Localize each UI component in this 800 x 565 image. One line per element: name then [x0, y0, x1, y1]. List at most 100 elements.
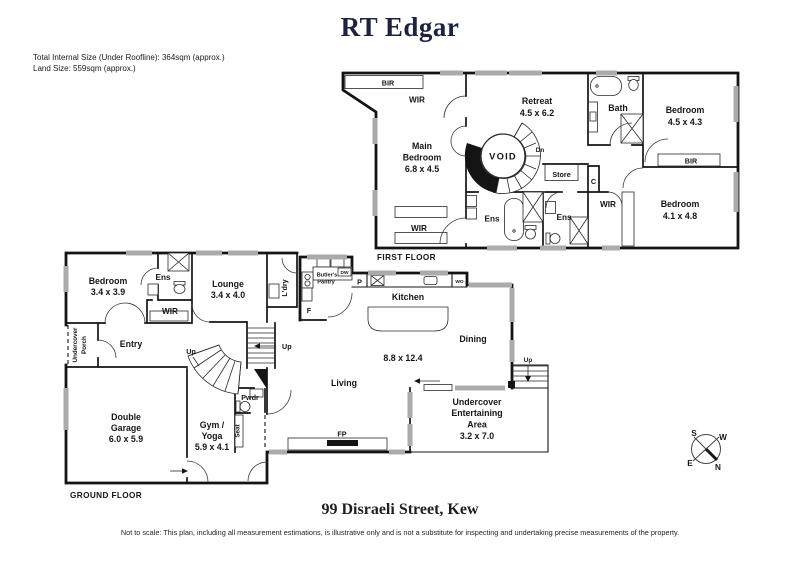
ff-label-main-bedroom-size: 6.8 x 4.5: [405, 164, 439, 174]
land-size: Land Size: 559sqm (approx.): [33, 64, 136, 73]
sink-icon-pantry: [301, 271, 314, 289]
ff-stair-solid-wall: [464, 143, 499, 193]
pantry-bench-low: [301, 287, 313, 302]
ff-label-ens-main: Ens: [484, 215, 499, 224]
gf-label-ens: Ens: [155, 273, 170, 282]
ff-label-bedroom-se-size: 4.1 x 4.8: [663, 211, 697, 221]
gf-step-corner: [508, 381, 515, 388]
ground-floor-plan: Bedroom 3.4 x 3.9 Ens WIR Lounge 3.4 x 4…: [63, 250, 549, 500]
disclaimer-text: Not to scale: This plan, including all m…: [120, 528, 680, 537]
shower-icon-ens1: [522, 191, 544, 223]
gf-label-wall-oven: WO: [455, 279, 464, 285]
bathtub-icon: [590, 76, 622, 96]
gf-label-living: Living: [331, 378, 357, 388]
gf-label-entertaining-2: Entertaining: [451, 408, 502, 418]
toilet-icon-gf-ens: [173, 284, 186, 294]
ff-label-ens-2: Ens: [556, 213, 571, 222]
ff-caption: FIRST FLOOR: [377, 253, 436, 262]
ff-label-bedroom-se: Bedroom: [661, 199, 700, 209]
ff-label-void: VOID: [489, 151, 517, 162]
ff-label-bedroom-ne: Bedroom: [666, 105, 705, 115]
gf-label-seat: Seat: [235, 423, 242, 437]
gf-label-fireplace: FP: [337, 430, 346, 439]
ff-store-room: [544, 164, 579, 181]
gf-dashed-lines: [67, 325, 266, 450]
ff-label-down: Dn: [536, 147, 545, 154]
ff-label-retreat-size: 4.5 x 6.2: [520, 108, 554, 118]
gf-label-lounge: Lounge: [212, 279, 244, 289]
ff-wardrobe-se: [621, 191, 635, 247]
bathtub-tap-ens1: [512, 229, 516, 233]
vanity-gf-ens: [147, 283, 159, 296]
gf-label-laundry: L'dry: [280, 279, 289, 296]
gf-spiral-stair: [187, 344, 242, 395]
ff-bir-main-closet: [344, 75, 424, 89]
toilet-icon-ens1: [525, 228, 536, 240]
first-floor-plan: BIR WIR Main Bedroom 6.8 x 4.5 Retreat 4…: [341, 70, 740, 262]
property-address: 99 Disraeli Street, Kew: [321, 501, 479, 518]
shower-icon-bath: [620, 113, 644, 144]
ff-spiral-treads: [506, 122, 541, 194]
size-info: Total Internal Size (Under Roofline): 36…: [33, 52, 225, 74]
ff-label-wir-top: WIR: [409, 96, 425, 105]
compass-east: E: [687, 459, 693, 468]
dishwasher-icon: [337, 267, 352, 277]
kitchen-island: [367, 306, 449, 332]
ff-label-bath: Bath: [608, 103, 628, 113]
ff-windows: [372, 70, 739, 251]
gf-label-kitchen: Kitchen: [392, 292, 424, 302]
gf-label-garage-size: 6.0 x 5.9: [109, 434, 143, 444]
gf-label-bedroom-size: 3.4 x 3.9: [91, 287, 125, 297]
gf-label-lounge-size: 3.4 x 4.0: [211, 290, 245, 300]
ff-label-store: Store: [552, 170, 570, 179]
shower-icon-ens2: [569, 216, 589, 245]
ff-void-circle: [480, 133, 526, 179]
gf-label-wir: WIR: [162, 307, 178, 316]
ff-bir-ne-closet: [657, 153, 721, 167]
gf-label-butlers-2: Pantry: [317, 280, 335, 286]
ff-label-wir-se: WIR: [600, 200, 616, 209]
ff-exterior-walls: [341, 71, 740, 250]
gf-windows: [63, 250, 515, 455]
gf-label-gym-1: Gym /: [200, 420, 225, 430]
vanity-ens1-a: [466, 195, 477, 207]
compass-south: S: [691, 429, 697, 438]
gf-label-bedroom: Bedroom: [89, 276, 128, 286]
toilet-icon-powder: [239, 401, 251, 412]
seat-bench: [234, 414, 244, 448]
gf-label-gym-size: 5.9 x 4.1: [195, 442, 229, 452]
ff-label-wir-bottom: WIR: [411, 224, 427, 233]
sink-icon-kitchen: [370, 275, 385, 286]
ff-door-arcs: [439, 95, 669, 245]
gf-stair-solid-wedge: [254, 369, 267, 389]
gf-label-porch-2: Porch: [81, 336, 88, 354]
bathtub-icon-ens1: [504, 198, 524, 241]
gf-label-entertaining-1: Undercover: [453, 397, 502, 407]
ff-label-cupboard: C: [591, 177, 596, 186]
gf-label-up-outdoor: Up: [524, 357, 533, 364]
gf-label-entertaining-3: Area: [467, 420, 487, 430]
bathtub-tap: [595, 84, 599, 88]
ff-label-main-bedroom-2: Bedroom: [403, 153, 442, 163]
vanity-ens1-b: [466, 207, 477, 220]
toilet-tank-ens2: [545, 232, 551, 245]
total-internal-size: Total Internal Size (Under Roofline): 36…: [33, 53, 225, 62]
shower-icon-gf-ens: [167, 252, 190, 272]
gf-caption: GROUND FLOOR: [70, 491, 142, 500]
compass-north: N: [715, 463, 721, 472]
toilet-icon-bath: [628, 79, 639, 91]
toilet-icon-ens2: [549, 233, 561, 244]
gf-label-up-stairs: Up: [282, 342, 292, 351]
gf-label-dining: Dining: [459, 334, 486, 344]
compass-icon: S W E N: [687, 429, 727, 472]
ff-label-retreat: Retreat: [522, 96, 552, 106]
gf-label-garage-2: Garage: [111, 423, 141, 433]
ff-wir-shelf-2: [394, 232, 448, 244]
ff-label-bir-ne: BIR: [685, 157, 698, 166]
vanity-bath-basin: [589, 111, 597, 122]
vanity-powder: [249, 388, 264, 398]
washer-icon-laundry: [268, 283, 280, 299]
gf-label-pantry: P: [357, 278, 362, 287]
